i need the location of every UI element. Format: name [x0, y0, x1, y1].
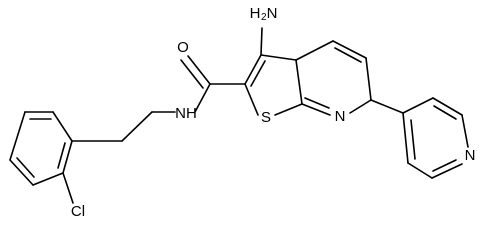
bond: [16, 157, 35, 178]
bond: [187, 55, 211, 85]
bond: [304, 97, 330, 109]
bond-lines: [9, 27, 469, 204]
pyridine-nitrogen-label: N: [335, 108, 346, 125]
bond: [260, 27, 263, 56]
bond: [402, 97, 434, 114]
bond: [402, 112, 409, 164]
bond: [334, 47, 362, 63]
bond: [407, 162, 433, 179]
bond: [180, 59, 204, 89]
bond: [431, 163, 463, 179]
bond: [433, 105, 457, 120]
bond: [250, 60, 266, 87]
pyridyl-nitrogen-label: N: [465, 147, 476, 164]
bond: [9, 111, 26, 161]
bond: [410, 119, 416, 160]
bond: [332, 40, 367, 59]
bond: [57, 142, 66, 169]
structure-canvas: H 2 N O NH S N N Cl: [9, 5, 476, 220]
amino-n-label: N: [267, 5, 278, 22]
bond: [244, 83, 259, 116]
bond: [295, 40, 334, 61]
bond: [62, 172, 74, 204]
chlorine-label: Cl: [71, 203, 85, 220]
bond: [432, 97, 463, 116]
bond: [260, 54, 297, 61]
atom-labels: H 2 N O NH S N N Cl: [71, 5, 476, 220]
carbonyl-oxygen-label: O: [177, 39, 189, 56]
bond: [32, 172, 64, 186]
bond: [295, 59, 303, 105]
bond: [9, 159, 34, 186]
molecule-diagram: H 2 N O NH S N N Cl: [9, 5, 476, 220]
bond: [370, 99, 404, 114]
bond: [62, 140, 73, 174]
bond: [301, 103, 331, 116]
amino-group-label: H 2 N: [250, 5, 278, 23]
bond: [432, 159, 457, 172]
bond: [365, 57, 372, 101]
bond: [121, 111, 153, 142]
thiophene-sulfur-label: S: [261, 109, 271, 126]
amino-h-label: H: [250, 5, 261, 22]
amino-subscript: 2: [261, 12, 267, 23]
bond: [349, 99, 372, 114]
bond: [461, 114, 469, 148]
bond: [244, 54, 262, 85]
bond: [194, 83, 211, 113]
bond: [274, 103, 303, 116]
bond: [52, 111, 73, 142]
amide-nh-label: NH: [175, 105, 197, 122]
